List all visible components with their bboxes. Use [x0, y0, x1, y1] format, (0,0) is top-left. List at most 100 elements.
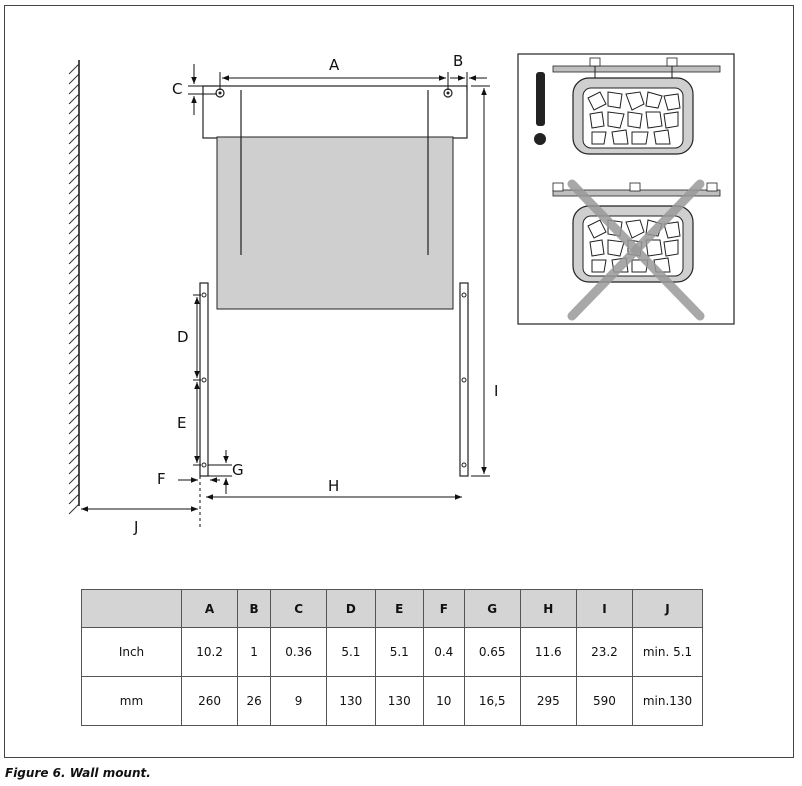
table-cell: 26	[237, 676, 272, 726]
figure-caption: Figure 6. Wall mount.	[5, 766, 151, 780]
wall-hatch-line	[68, 133, 80, 145]
table-cell: 130	[326, 676, 376, 726]
wall-hatch-line	[68, 313, 80, 325]
table-cell: 16,5	[463, 676, 521, 726]
wall-hatch-line	[68, 463, 80, 475]
wall-hatch-line	[68, 203, 80, 215]
row-label: mm	[81, 676, 182, 726]
wall-hatch-line	[68, 293, 80, 305]
label-b: B	[453, 52, 464, 70]
wall-hatch-line	[68, 443, 80, 455]
table-header-cell: A	[180, 589, 239, 628]
table-cell: 590	[575, 676, 634, 726]
wall-hatch-line	[68, 333, 80, 345]
table-header-cell: E	[374, 589, 424, 628]
wall-hatch-line	[68, 493, 80, 505]
table-row: Inch 10.2 1 0.36 5.1 5.1 0.4 0.65 11.6 2…	[81, 627, 703, 677]
wall-hatch-line	[68, 413, 80, 425]
table-cell: 5.1	[374, 627, 424, 677]
wall-hatch-line	[68, 83, 80, 95]
wall-hatch-line	[68, 253, 80, 265]
label-g: G	[232, 461, 244, 479]
table-header-cell: D	[326, 589, 376, 628]
wall-hatch-line	[68, 93, 80, 105]
wall-hatch-line	[68, 183, 80, 195]
table-header-cell: I	[575, 589, 634, 628]
dimensions-table: A B C D E F G H I J Inch 10.2 1 0.36 5.1…	[81, 589, 703, 726]
table-header-cell: H	[519, 589, 577, 628]
table-cell: 295	[519, 676, 577, 726]
wall-hatch-line	[68, 193, 80, 205]
wall-hatch-line	[68, 393, 80, 405]
row-label: Inch	[81, 627, 182, 677]
wall-hatch-line	[68, 263, 80, 275]
wall-hatch-line	[68, 173, 80, 185]
wall-hatch-line	[68, 363, 80, 375]
label-i: I	[494, 382, 499, 400]
figure-frame	[4, 5, 794, 758]
table-cell: 10.2	[180, 627, 239, 677]
table-header-cell: F	[422, 589, 465, 628]
table-cell: 10	[422, 676, 465, 726]
table-cell: 260	[180, 676, 239, 726]
wall-hatch-line	[68, 243, 80, 255]
table-cell: 0.65	[463, 627, 521, 677]
wall-hatch-line	[68, 473, 80, 485]
label-e: E	[177, 414, 187, 432]
wall-hatch-line	[68, 153, 80, 165]
wall-hatch-line	[68, 303, 80, 315]
wall-hatch-line	[68, 453, 80, 465]
wall-hatch-line	[68, 233, 80, 245]
heater-body	[202, 85, 468, 310]
table-header-cell	[81, 589, 182, 628]
wall-hatch-line	[68, 283, 80, 295]
table-cell: 0.4	[422, 627, 465, 677]
wall-hatch-line	[68, 323, 80, 335]
wall-hatch-line	[68, 73, 80, 85]
label-a: A	[329, 56, 340, 74]
wall-hatch-line	[68, 163, 80, 175]
table-cell: 130	[374, 676, 424, 726]
table-cell: 5.1	[326, 627, 376, 677]
wall-hatch-line	[68, 273, 80, 285]
wall-hatch-line	[68, 123, 80, 135]
wall-hatch-line	[68, 103, 80, 115]
wall-hatch-line	[68, 403, 80, 415]
wall-hatch-line	[68, 423, 80, 435]
wall-hatch-line	[68, 383, 80, 395]
wall-mount-drawing	[68, 53, 735, 530]
label-c: C	[172, 80, 183, 98]
table-cell: 0.36	[270, 627, 328, 677]
table-header-cell: C	[270, 589, 328, 628]
table-row: mm 260 26 9 130 130 10 16,5 295 590 min.…	[81, 676, 703, 726]
table-cell: min.130	[632, 676, 703, 726]
table-cell: 9	[270, 676, 328, 726]
table-cell: min. 5.1	[632, 627, 703, 677]
label-d: D	[177, 328, 189, 346]
mounting-bracket	[199, 282, 469, 477]
table-header-cell: G	[463, 589, 521, 628]
wall-hatch-line	[68, 353, 80, 365]
wall-hatch-line	[68, 63, 80, 75]
wall-hatch-line	[68, 483, 80, 495]
wall	[68, 60, 80, 515]
wall-hatch-line	[68, 213, 80, 225]
wall-hatch-line	[68, 503, 80, 515]
table-cell: 23.2	[575, 627, 634, 677]
wall-hatch-line	[68, 223, 80, 235]
installation-inset	[517, 53, 735, 325]
wall-hatch-line	[68, 113, 80, 125]
label-h: H	[328, 477, 340, 495]
table-header-cell: J	[632, 589, 703, 628]
label-j: J	[134, 518, 139, 536]
wall-hatch-line	[68, 373, 80, 385]
label-f: F	[157, 470, 166, 488]
table-cell: 11.6	[519, 627, 577, 677]
wall-hatch-line	[68, 343, 80, 355]
wall-hatch-line	[68, 143, 80, 155]
wall-hatch-line	[68, 433, 80, 445]
dimension-lines	[81, 64, 490, 530]
table-header-row: A B C D E F G H I J	[81, 589, 703, 628]
table-header-cell: B	[237, 589, 272, 628]
table-cell: 1	[237, 627, 272, 677]
